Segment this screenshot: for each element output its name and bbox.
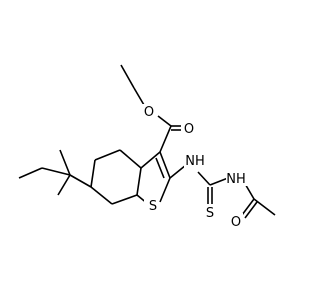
bond-c2-nh (169, 164, 187, 179)
molecule-structure: O O S NH NH S O (18, 64, 276, 230)
bond-c4-c5 (94, 149, 121, 161)
bond-s1-c2 (159, 177, 171, 203)
atom-amide-oxygen: O (231, 215, 241, 230)
bond-c7-c7a (111, 194, 138, 205)
bond-o-carbonyl (157, 115, 172, 127)
bond-c6-c7 (90, 186, 113, 205)
bond-c2-c3-inner (155, 157, 165, 179)
bond-quaternary-methyl-up (59, 149, 71, 176)
bond-ethyl-ch3 (120, 64, 135, 89)
atom-carbonyl-oxygen: O (184, 122, 194, 137)
bond-c7a-c3a (136, 167, 142, 196)
bond-c3a-c4 (119, 149, 142, 169)
atom-amine-nh: NH (185, 154, 205, 169)
bond-ethyl-ch2-o (133, 87, 145, 106)
bond-c2-c3 (159, 151, 171, 179)
bond-nh-thiocarbonyl (197, 171, 211, 186)
bond-quaternary-ethyl (41, 167, 71, 176)
bond-skeleton (18, 64, 276, 219)
atom-thiourea-nh: NH (226, 172, 246, 187)
bond-c6-quaternary (69, 174, 92, 188)
atom-thiocarbonyl-sulfur: S (206, 206, 214, 221)
bond-acetyl-ch3 (253, 198, 276, 216)
bond-c3-c3a (140, 151, 161, 169)
bond-c5-c6 (90, 159, 96, 188)
bond-ethyl-terminal (18, 167, 43, 179)
bond-thiocarbonyl-nh (209, 177, 229, 186)
bond-quaternary-methyl-down (57, 174, 71, 196)
atom-ring-sulfur: S (149, 199, 157, 214)
atom-labels: O O S NH NH S O (142, 104, 248, 230)
bond-acetyl-co-double-a (241, 198, 255, 216)
bond-acetyl-co-double-b (244, 201, 258, 219)
bond-carbonyl-c3 (159, 125, 172, 153)
atom-ester-oxygen: O (144, 105, 154, 120)
